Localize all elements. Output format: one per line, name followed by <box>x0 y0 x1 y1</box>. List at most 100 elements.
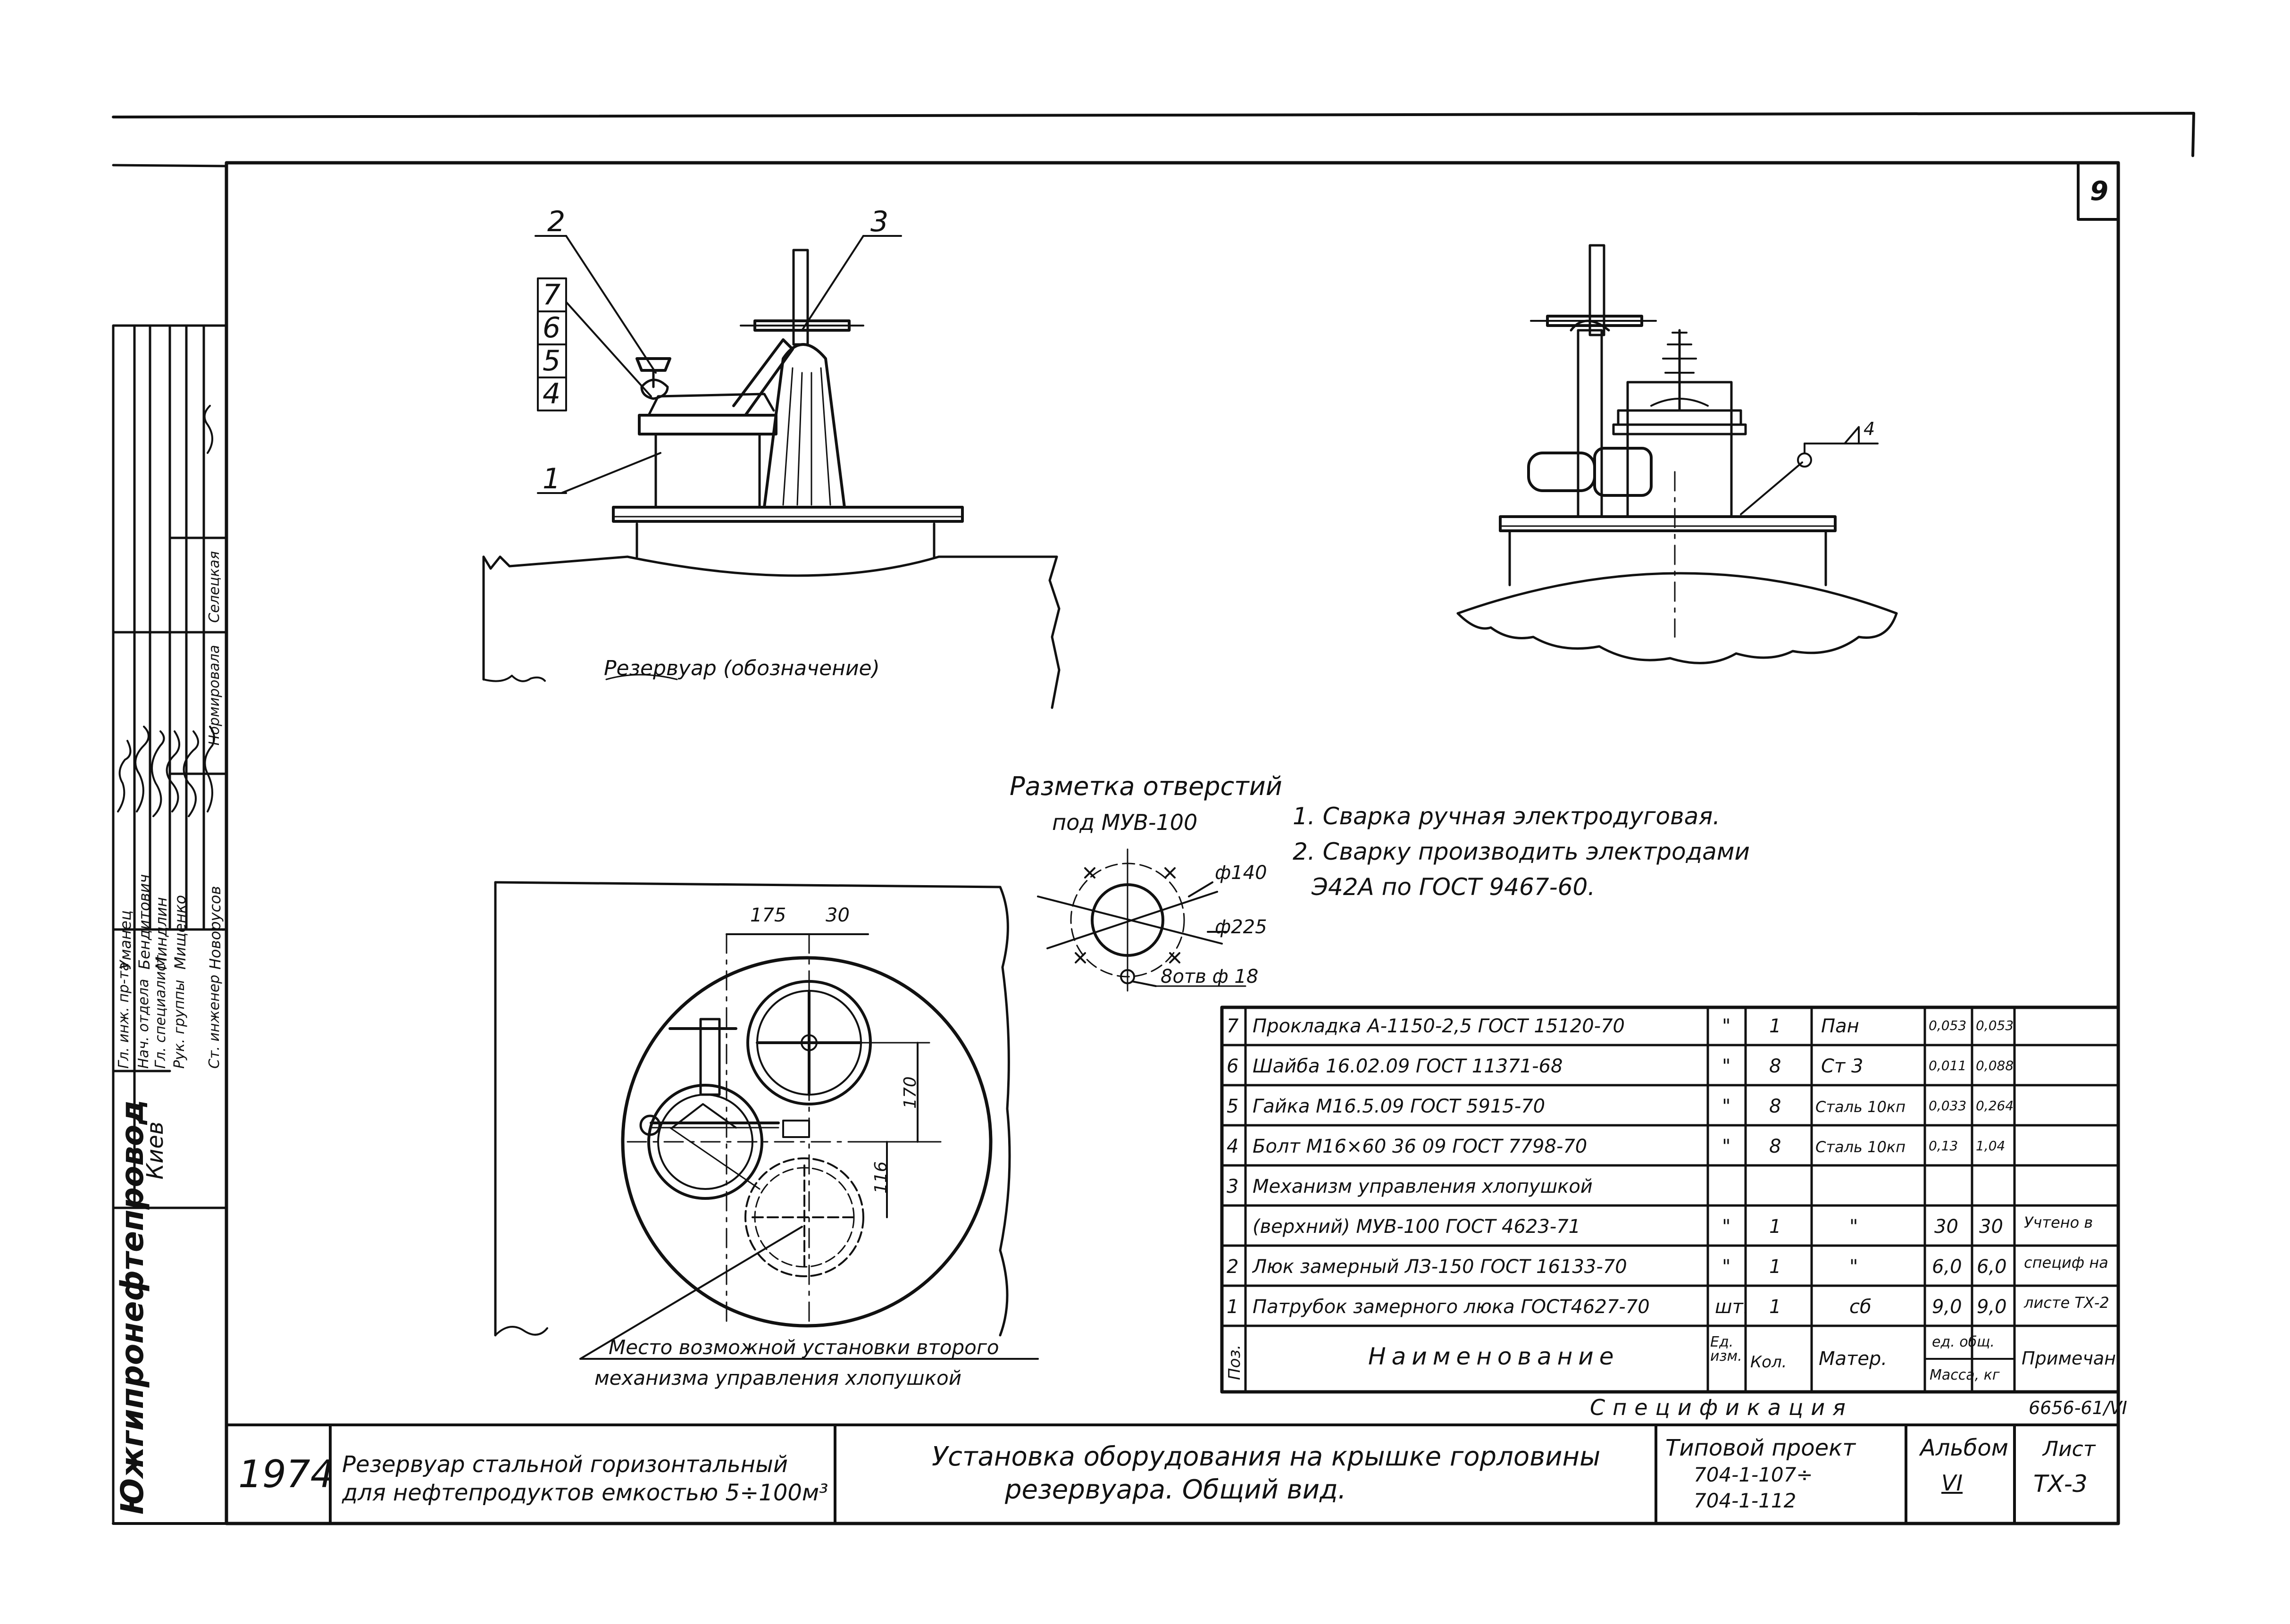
project-label: Типовой проект <box>1665 1435 1856 1461</box>
spec-unit: " <box>1722 1216 1731 1238</box>
label-2: 2 <box>547 205 566 238</box>
dim-30: 30 <box>826 904 850 926</box>
spec-mass-total: 30 <box>1979 1216 2003 1238</box>
note-1: 1. Сварка ручная электродуговая. <box>1293 803 1721 830</box>
header-name: Наименование <box>1368 1343 1620 1370</box>
spec-mass-unit: 9,0 <box>1932 1296 1962 1318</box>
header-mass-bottom: Масса, кг <box>1930 1367 2000 1383</box>
header-qty: Кол. <box>1750 1353 1787 1372</box>
staff-role-2: Нач. отдела <box>135 979 152 1069</box>
hole-marking-diagram <box>1037 848 1246 992</box>
staff-name-3: Миндлин <box>152 897 170 970</box>
spec-pos: 3 <box>1227 1176 1239 1197</box>
left-elevation-view <box>482 235 1061 709</box>
spec-mass-unit: 6,0 <box>1932 1256 1962 1278</box>
spec-mass-total: 1,04 <box>1976 1138 2006 1154</box>
spec-pos: 2 <box>1227 1256 1239 1278</box>
staff-role-5: Ст. инженер <box>206 974 223 1069</box>
sheet-label: Лист <box>2043 1437 2096 1461</box>
title-block-frame <box>225 1423 2120 1525</box>
spec-name: Механизм управления хлопушкой <box>1253 1176 1593 1197</box>
organization-city: Киев <box>142 1121 168 1180</box>
spec-table-grid <box>1220 1005 2120 1394</box>
spec-pos: 4 <box>1227 1136 1239 1157</box>
header-note: Примечан. <box>2022 1348 2122 1369</box>
spec-qty: 8 <box>1769 1136 1781 1157</box>
label-4: 4 <box>543 377 561 410</box>
spec-mat: Ст 3 <box>1821 1055 1864 1077</box>
dim-d140: ф140 <box>1215 862 1267 884</box>
dim-170: 170 <box>901 1076 920 1109</box>
spec-unit: " <box>1722 1136 1731 1157</box>
spec-mass-total: 6,0 <box>1977 1256 2007 1278</box>
spec-pos: 7 <box>1227 1015 1239 1037</box>
spec-mass-unit: 0,033 <box>1929 1098 1967 1113</box>
header-unit: Ед. изм. <box>1710 1334 1742 1364</box>
spec-name: Шайба 16.02.09 ГОСТ 11371-68 <box>1253 1055 1563 1077</box>
label-5: 5 <box>543 344 561 377</box>
label-3: 3 <box>870 205 889 238</box>
spec-note: листе ТХ-2 <box>2024 1294 2109 1312</box>
album-label: Альбом <box>1920 1435 2008 1461</box>
header-mat: Матер. <box>1819 1348 1888 1370</box>
object-line-2: для нефтепродуктов емкостью 5÷100м³ <box>342 1480 828 1506</box>
spec-name: Прокладка А-1150-2,5 ГОСТ 15120-70 <box>1253 1015 1625 1037</box>
header-pos: Поз. <box>1225 1344 1244 1380</box>
object-line-1: Резервуар стальной горизонтальный <box>342 1451 788 1478</box>
spec-mass-unit: 30 <box>1934 1216 1958 1238</box>
plan-caption-2: механизма управления хлопушкой <box>594 1366 962 1390</box>
label-6: 6 <box>543 311 561 344</box>
spec-mass-total: 9,0 <box>1977 1296 2007 1318</box>
spec-qty: 8 <box>1769 1096 1781 1117</box>
spec-note: Учтено в <box>2024 1214 2093 1231</box>
year: 1974 <box>238 1452 334 1496</box>
plan-caption-1: Место возможной установки второго <box>609 1336 999 1359</box>
album-value: VI <box>1941 1470 1963 1496</box>
reservoir-caption: Резервуар (обозначение) <box>604 656 880 680</box>
staff-role-3: Гл. специалист <box>152 955 169 1069</box>
spec-mass-total: 0,053 <box>1976 1018 2014 1033</box>
spec-pos: 5 <box>1227 1096 1239 1117</box>
spec-pos: 6 <box>1227 1055 1239 1077</box>
spec-mat: Сталь 10кп <box>1815 1138 1906 1156</box>
project-number-2: 704-1-112 <box>1694 1489 1797 1512</box>
project-number-1: 704-1-107÷ <box>1694 1463 1813 1486</box>
spec-unit: шт. <box>1715 1296 1749 1318</box>
label-1: 1 <box>543 462 561 495</box>
spec-unit: " <box>1722 1256 1731 1278</box>
staff-strip <box>112 324 228 1525</box>
marking-title: Разметка отверстий <box>1010 771 1282 801</box>
spec-mat: " <box>1849 1216 1858 1238</box>
spec-qty: 8 <box>1769 1055 1781 1077</box>
spec-qty: 1 <box>1769 1015 1781 1037</box>
spec-unit: " <box>1722 1096 1731 1117</box>
spec-qty: 1 <box>1769 1256 1781 1278</box>
marking-subtitle: под МУВ-100 <box>1052 810 1198 835</box>
spec-mass-total: 0,264 <box>1976 1098 2014 1113</box>
spec-note: специф на <box>2024 1254 2108 1272</box>
spec-qty: 1 <box>1769 1216 1781 1238</box>
approval-name: Селецкая <box>206 551 223 623</box>
right-elevation-view <box>1456 244 1898 664</box>
signatures <box>117 405 215 817</box>
spec-unit: " <box>1722 1055 1731 1077</box>
header-mass-top: ед. общ. <box>1932 1334 1995 1350</box>
plan-view <box>494 881 1039 1360</box>
sheet-value: ТХ-3 <box>2033 1470 2088 1498</box>
spec-name: Болт М16×60 36 09 ГОСТ 7798-70 <box>1253 1136 1588 1157</box>
staff-name-5: Новорусов <box>206 886 224 970</box>
sheet-number: 9 <box>2090 176 2108 207</box>
spec-mat: Сталь 10кп <box>1815 1098 1906 1116</box>
spec-name: (верхний) МУВ-100 ГОСТ 4623-71 <box>1253 1216 1581 1238</box>
spec-mass-total: 0,088 <box>1976 1058 2014 1073</box>
note-3: Э42А по ГОСТ 9467-60. <box>1312 873 1596 901</box>
spec-name: Патрубок замерного люка ГОСТ4627-70 <box>1253 1296 1650 1318</box>
spec-qty: 1 <box>1769 1296 1781 1318</box>
staff-name-2: Бендитович <box>135 874 153 970</box>
drawing-title-1: Установка оборудования на крышке горлови… <box>932 1441 1601 1472</box>
spec-name: Гайка М16.5.09 ГОСТ 5915-70 <box>1253 1096 1546 1117</box>
spec-unit: " <box>1722 1015 1731 1037</box>
spec-mass-unit: 0,053 <box>1929 1018 1967 1033</box>
dim-175: 175 <box>750 904 786 926</box>
